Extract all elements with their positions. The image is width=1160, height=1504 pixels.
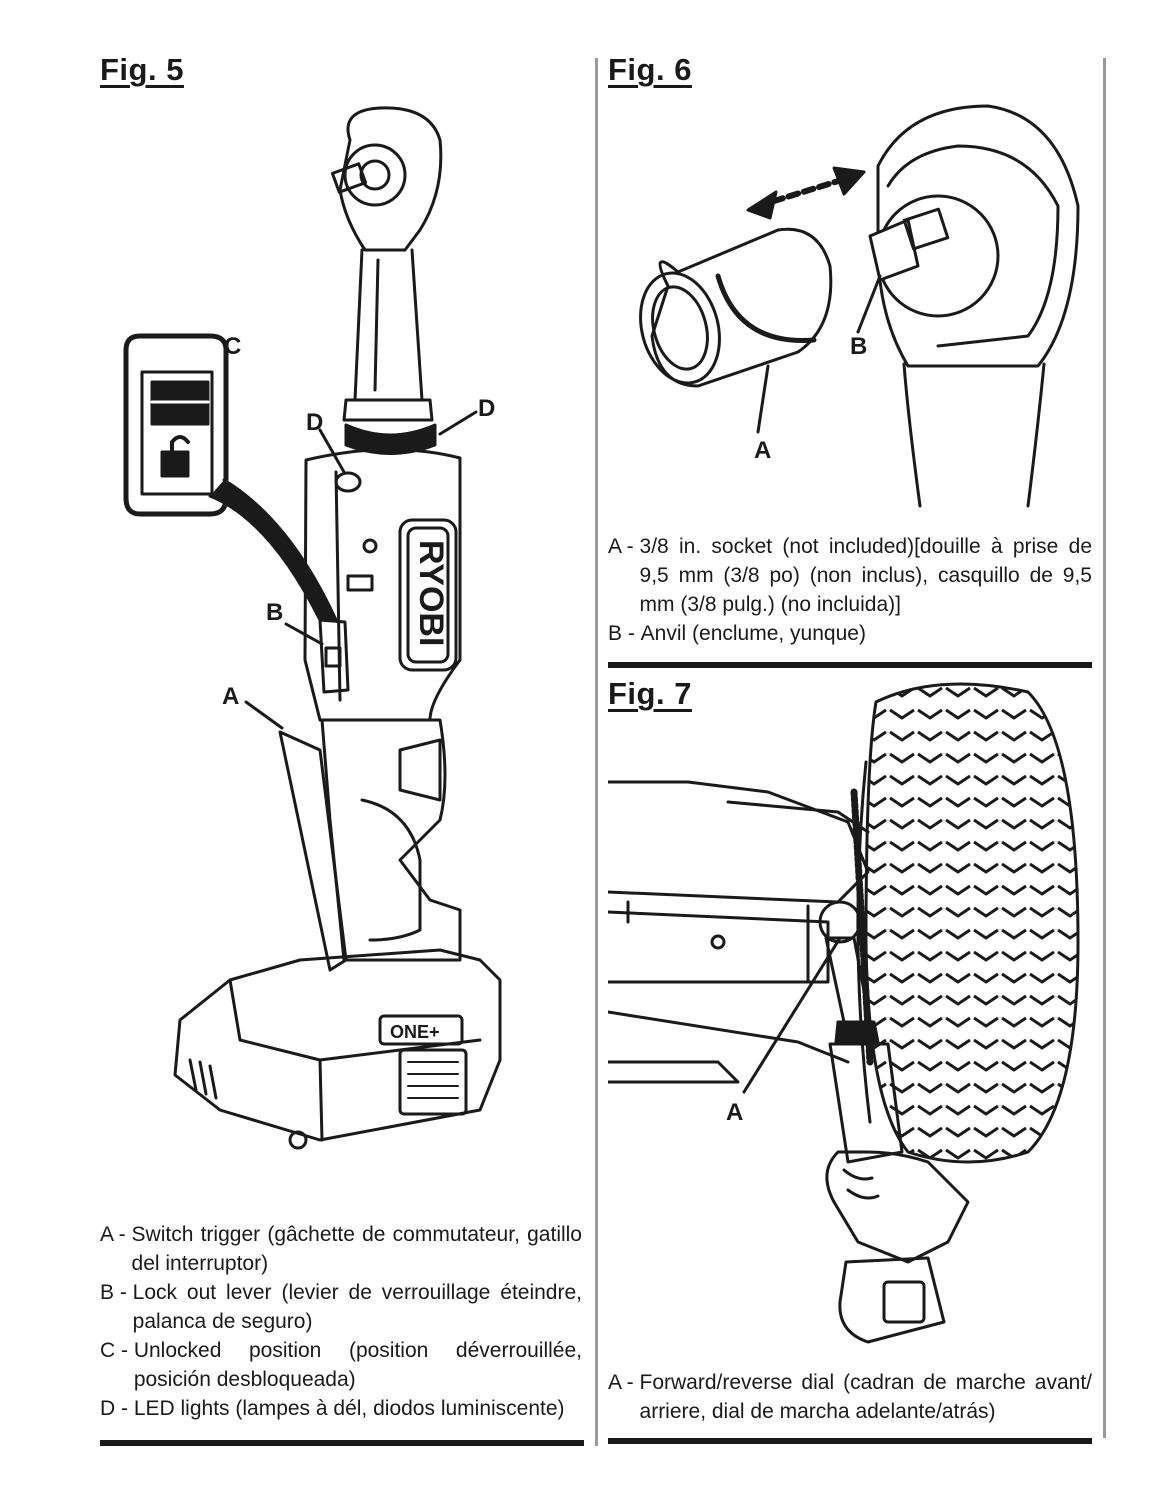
callout-d-left: D	[306, 409, 323, 436]
fig6-bottom-rule	[608, 662, 1092, 668]
legend-key: B -	[608, 622, 641, 645]
fig6-callout-b: B	[850, 333, 867, 360]
right-edge-divider	[1103, 58, 1106, 1438]
legend-text: 3/8 in. socket (not included)[douille à …	[639, 535, 1092, 616]
fig7-usage-illustration: A	[608, 682, 1080, 1344]
fig5-ratchet-illustration: RYOBI ONE+	[123, 106, 502, 1150]
battery-mark: ONE+	[390, 1022, 440, 1042]
fig7-legend: A - Forward/reverse dial (cadran de marc…	[608, 1368, 1092, 1426]
legend-key: B -	[100, 1281, 133, 1304]
legend-item: D - LED lights (lampes à dél, diodos lum…	[100, 1394, 582, 1423]
fig6-callout-a: A	[754, 437, 771, 464]
legend-key: A -	[608, 1371, 640, 1394]
socket	[650, 227, 833, 388]
legend-item: A - 3/8 in. socket (not included)[douill…	[608, 532, 1092, 619]
hand	[825, 1150, 970, 1264]
brand-label: RYOBI	[412, 540, 450, 646]
tire	[864, 682, 1080, 1164]
legend-item: C - Unlocked position (position déverrou…	[100, 1336, 582, 1394]
callout-a: A	[222, 683, 239, 710]
legend-text: Lock out lever (levier de verrouillage é…	[132, 1281, 582, 1333]
fig6-legend: A - 3/8 in. socket (not included)[douill…	[608, 532, 1092, 648]
fig6-socket-illustration: A B	[639, 104, 1080, 508]
legend-text: Anvil (enclume, yunque)	[640, 622, 866, 645]
fig5-bottom-rule	[100, 1440, 584, 1446]
callout-c: C	[224, 333, 241, 360]
switch-trigger	[278, 730, 348, 972]
legend-key: D -	[100, 1397, 134, 1420]
fig6-title: Fig. 6	[608, 52, 692, 87]
callout-d-right: D	[478, 395, 495, 422]
battery-in-use	[838, 1256, 946, 1344]
battery-pack	[173, 948, 502, 1142]
fig7-bottom-rule	[608, 1438, 1092, 1444]
legend-item: B - Lock out lever (levier de verrouilla…	[100, 1278, 582, 1336]
legend-item: A - Switch trigger (gâchette de commutat…	[100, 1220, 582, 1278]
callout-b: B	[266, 599, 283, 626]
legend-key: A -	[100, 1223, 132, 1246]
ratchet-body	[303, 447, 462, 722]
legend-text: Unlocked position (position déverrouillé…	[133, 1339, 582, 1391]
legend-item: A - Forward/reverse dial (cadran de marc…	[608, 1368, 1092, 1426]
legend-text: Forward/reverse dial (cadran de marche a…	[639, 1371, 1092, 1423]
fig7-title: Fig. 7	[608, 676, 692, 711]
legend-text: Switch trigger (gâchette de commutateur,…	[131, 1223, 582, 1275]
legend-text: LED lights (lampes à dél, diodos luminis…	[133, 1397, 565, 1420]
legend-key: C -	[100, 1339, 134, 1362]
legend-item: B - Anvil (enclume, yunque)	[608, 619, 1092, 648]
fig5-title: Fig. 5	[100, 52, 184, 87]
fig5-legend: A - Switch trigger (gâchette de commutat…	[100, 1220, 582, 1423]
ratchet-head-fig6	[876, 104, 1080, 368]
legend-key: A -	[608, 535, 640, 558]
fig7-callout-a: A	[726, 1099, 743, 1126]
ratchet-head	[338, 106, 443, 252]
center-divider	[595, 58, 598, 1446]
ratchet-handle	[320, 718, 462, 962]
